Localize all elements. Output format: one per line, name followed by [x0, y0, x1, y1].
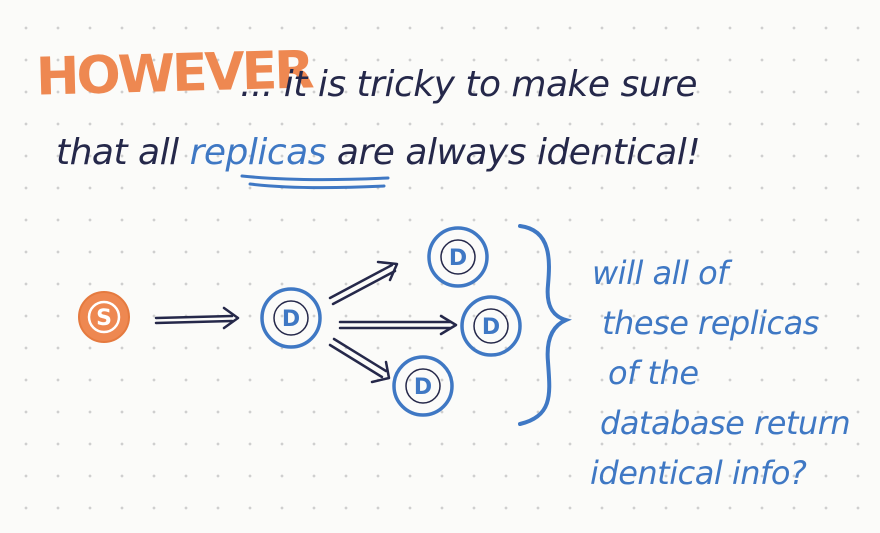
- database-label: D: [414, 375, 432, 400]
- note-line: identical info?: [590, 454, 807, 492]
- note-line: database return: [600, 404, 851, 442]
- subheading-part-2: are always identical!: [325, 132, 701, 173]
- note-line: these replicas: [602, 304, 819, 342]
- replicas-underline: [240, 174, 390, 190]
- subheading-part-1: that all: [56, 132, 190, 173]
- replicas-word: replicas: [189, 132, 327, 173]
- subheading-text: that all replicas are always identical!: [56, 132, 701, 173]
- database-label: D: [449, 246, 467, 271]
- heading-text: ... it is tricky to make sure: [240, 64, 698, 105]
- database-node-replica-top: D: [427, 226, 489, 288]
- database-node-primary: D: [260, 287, 322, 349]
- source-label: S: [96, 306, 112, 331]
- arrow-db-to-middle: [338, 314, 458, 336]
- database-node-replica-middle: D: [460, 295, 522, 357]
- note-line: of the: [608, 354, 699, 392]
- database-label: D: [482, 315, 500, 340]
- database-label: D: [282, 307, 300, 332]
- source-node: S: [78, 291, 130, 343]
- replica-question-note: will all of these replicas of the databa…: [590, 248, 851, 498]
- note-line: will all of: [592, 254, 728, 292]
- arrow-db-to-bottom: [328, 337, 391, 384]
- arrow-source-to-db: [154, 306, 240, 330]
- arrow-db-to-top: [328, 260, 399, 306]
- curly-brace: [518, 224, 572, 426]
- database-node-replica-bottom: D: [392, 355, 454, 417]
